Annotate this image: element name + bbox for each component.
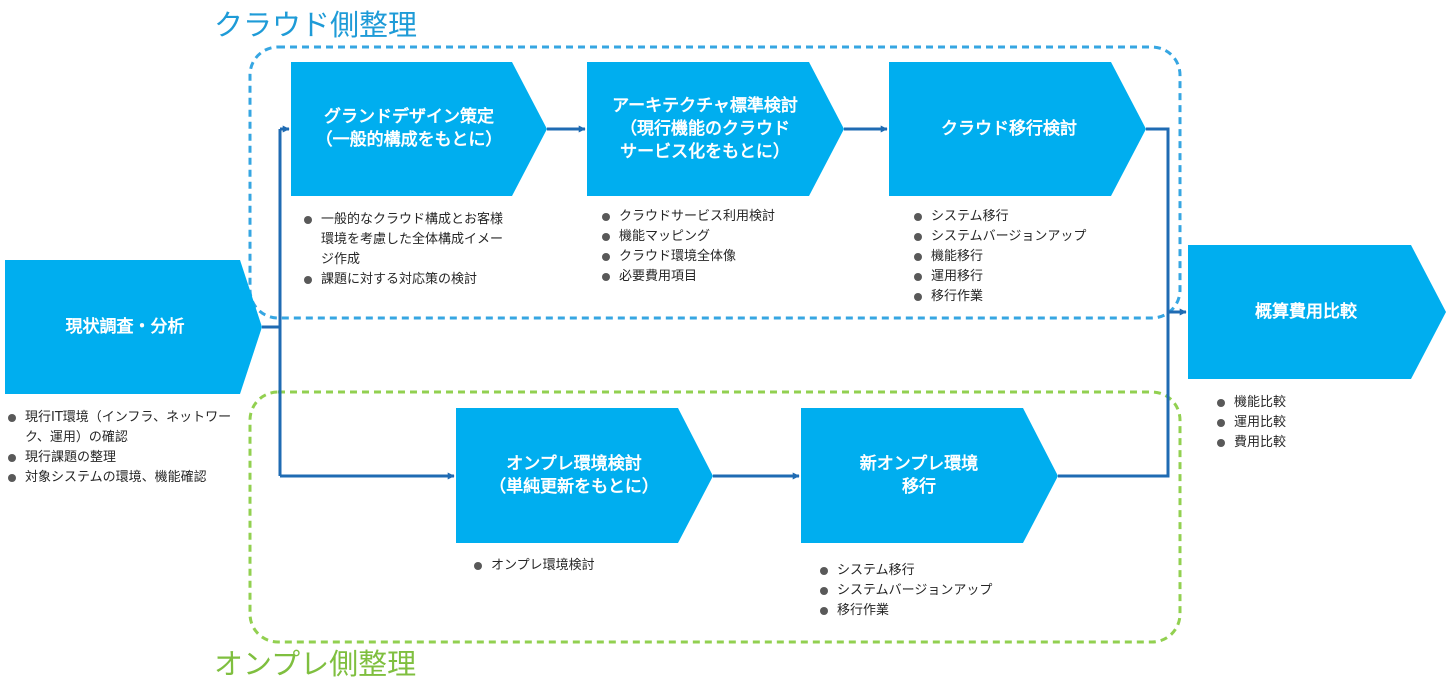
cost-notes: 機能比較 運用比較 費用比較	[1215, 393, 1415, 453]
step-new-onprem-shape	[801, 408, 1058, 543]
grand-design-notes: 一般的なクラウド構成とお客様環境を考慮した全体構成イメージ作成 課題に対する対応…	[302, 210, 512, 290]
step-cost: 概算費用比較	[1188, 245, 1424, 379]
step-architecture: アーキテクチャ標準検討 （現行機能のクラウド サービス化をもとに）	[587, 62, 823, 196]
step-new-onprem: 新オンプレ環境 移行	[801, 408, 1037, 543]
list-item: 移行作業	[818, 601, 1048, 621]
list-item: クラウドサービス利用検討	[600, 207, 830, 227]
current-notes: 現行IT環境（インフラ、ネットワーク、運用）の確認 現行課題の整理 対象システム…	[6, 408, 250, 488]
list-item: オンプレ環境検討	[472, 556, 692, 576]
step-grand-design: グランドデザイン策定 （一般的構成をもとに）	[291, 62, 527, 196]
connector-migration-merge	[1146, 127, 1170, 312]
list-item: 運用移行	[912, 267, 1142, 287]
onprem-review-notes: オンプレ環境検討	[472, 556, 692, 576]
list-item: 課題に対する対応策の検討	[302, 270, 512, 290]
list-item: システム移行	[818, 561, 1048, 581]
onprem-group-border	[248, 390, 1182, 644]
step-grand-design-label: グランドデザイン策定 （一般的構成をもとに）	[315, 107, 503, 150]
list-item: 機能移行	[912, 247, 1142, 267]
step-current-shape	[5, 260, 262, 394]
step-grand-design-shape	[291, 62, 547, 196]
list-item: 移行作業	[912, 287, 1142, 307]
list-item: 機能マッピング	[600, 227, 830, 247]
list-item: 必要費用項目	[600, 267, 830, 287]
step-onprem-review-label: オンプレ環境検討 （単純更新をもとに）	[489, 453, 659, 497]
list-item: 現行IT環境（インフラ、ネットワーク、運用）の確認	[6, 408, 250, 448]
list-item: 現行課題の整理	[6, 448, 250, 468]
list-item: 運用比較	[1215, 413, 1415, 433]
list-item: クラウド環境全体像	[600, 247, 830, 267]
architecture-notes: クラウドサービス利用検討 機能マッピング クラウド環境全体像 必要費用項目	[600, 207, 830, 287]
list-item: システムバージョンアップ	[912, 227, 1142, 247]
step-new-onprem-label: 新オンプレ環境 移行	[859, 453, 979, 497]
step-onprem-review: オンプレ環境検討 （単純更新をもとに）	[456, 408, 692, 543]
step-cloud-migration-label: クラウド移行検討	[941, 118, 1077, 139]
step-onprem-review-shape	[456, 408, 713, 543]
cloud-group-border	[248, 45, 1182, 320]
step-architecture-shape	[587, 62, 844, 196]
step-cost-shape	[1188, 245, 1446, 379]
connector-new-onprem-merge	[1058, 312, 1170, 478]
list-item: 機能比較	[1215, 393, 1415, 413]
new-onprem-notes: システム移行 システムバージョンアップ 移行作業	[818, 561, 1048, 621]
step-cost-label: 概算費用比較	[1255, 301, 1357, 322]
list-item: システムバージョンアップ	[818, 581, 1048, 601]
onprem-group-title: オンプレ側整理	[214, 647, 417, 681]
list-item: 対象システムの環境、機能確認	[6, 468, 250, 488]
step-architecture-label: アーキテクチャ標準検討 （現行機能のクラウド サービス化をもとに）	[612, 95, 798, 162]
list-item: 費用比較	[1215, 433, 1415, 453]
step-current-label: 現状調査・分析	[65, 316, 185, 337]
step-cloud-migration: クラウド移行検討	[889, 62, 1129, 196]
cloud-group-title: クラウド側整理	[214, 8, 418, 42]
step-current: 現状調査・分析	[5, 260, 245, 394]
list-item: システム移行	[912, 207, 1142, 227]
list-item: 一般的なクラウド構成とお客様環境を考慮した全体構成イメージ作成	[302, 210, 512, 270]
cloud-migration-notes: システム移行 システムバージョンアップ 機能移行 運用移行 移行作業	[912, 207, 1142, 307]
step-cloud-migration-shape	[889, 62, 1146, 196]
